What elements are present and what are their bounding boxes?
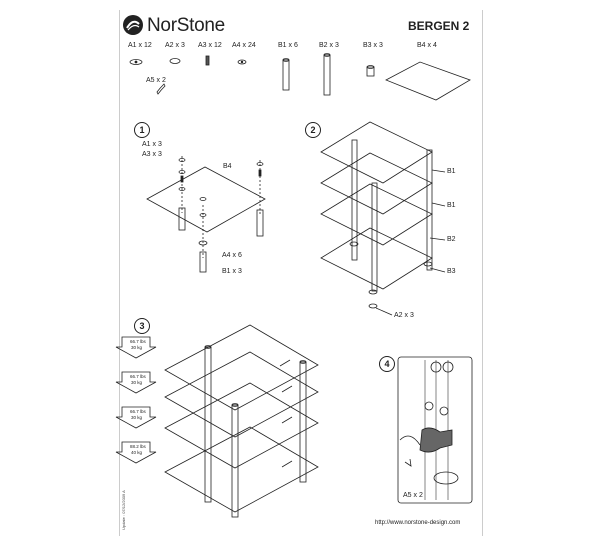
website-url: http://www.norstone-design.com [375, 520, 461, 526]
step2-badge: 2 [305, 122, 321, 138]
update-stamp: Update : 07/12/2009 A [121, 490, 126, 530]
weight-arrow-3 [115, 406, 157, 429]
part-b4-icon [385, 61, 471, 101]
step2-b3-label: B3 [447, 268, 456, 275]
step1-badge: 1 [134, 122, 150, 138]
part-a2-icon [169, 58, 181, 64]
part-label-b1: B1 x 6 [278, 42, 298, 49]
step4-a5-label: A5 x 2 [403, 492, 423, 499]
part-b2-icon [323, 53, 331, 96]
weight-1-lbs: 66.7 lbs [130, 339, 146, 344]
brand-name: NorStone [147, 15, 225, 36]
part-b1-icon [282, 58, 290, 91]
step4-badge: 4 [379, 356, 395, 372]
weight-arrow-2 [115, 371, 157, 394]
step2-a2-label: A2 x 3 [394, 312, 414, 319]
step2-b1-mid-label: B1 [447, 202, 456, 209]
weight-1-kg: 30 kg [131, 345, 143, 350]
part-a4-icon [237, 59, 247, 65]
step1-panel [146, 166, 266, 233]
part-a5-icon [156, 83, 166, 95]
part-label-a3: A3 x 12 [198, 42, 222, 49]
part-b3-icon [366, 65, 375, 77]
part-label-a5: A5 x 2 [146, 77, 166, 84]
weight-2-lbs: 66.7 lbs [130, 374, 146, 379]
step2-b1-top-label: B1 [447, 168, 456, 175]
model-title: BERGEN 2 [408, 19, 470, 33]
step1-a3-label: A3 x 3 [142, 151, 162, 158]
part-a1-icon [129, 59, 143, 65]
part-label-b4: B4 x 4 [417, 42, 437, 49]
step2-stack [320, 121, 446, 316]
part-label-a1: A1 x 12 [128, 42, 152, 49]
step1-b4-label: B4 [223, 163, 232, 170]
instruction-sheet [119, 10, 483, 536]
step1-a4-label: A4 x 6 [222, 252, 242, 259]
step3-stack [164, 324, 319, 518]
part-label-b3: B3 x 3 [363, 42, 383, 49]
part-label-b2: B2 x 3 [319, 42, 339, 49]
weight-4-kg: 40 kg [131, 450, 143, 455]
logo-mark-icon [123, 15, 143, 35]
step1-b1-label: B1 x 3 [222, 268, 242, 275]
step3-badge: 3 [134, 318, 150, 334]
part-a3-icon [205, 55, 210, 66]
weight-2-kg: 30 kg [131, 380, 143, 385]
weight-3-kg: 30 kg [131, 415, 143, 420]
weight-arrow-1 [115, 336, 157, 359]
part-label-a2: A2 x 3 [165, 42, 185, 49]
step4-frame [397, 356, 473, 504]
step1-a1-label: A1 x 3 [142, 141, 162, 148]
weight-3-lbs: 66.7 lbs [130, 409, 146, 414]
part-label-a4: A4 x 24 [232, 42, 256, 49]
brand-logo [122, 14, 144, 41]
weight-arrow-4 [115, 441, 157, 464]
step2-b2-label: B2 [447, 236, 456, 243]
weight-4-lbs: 88.2 lbs [130, 444, 146, 449]
